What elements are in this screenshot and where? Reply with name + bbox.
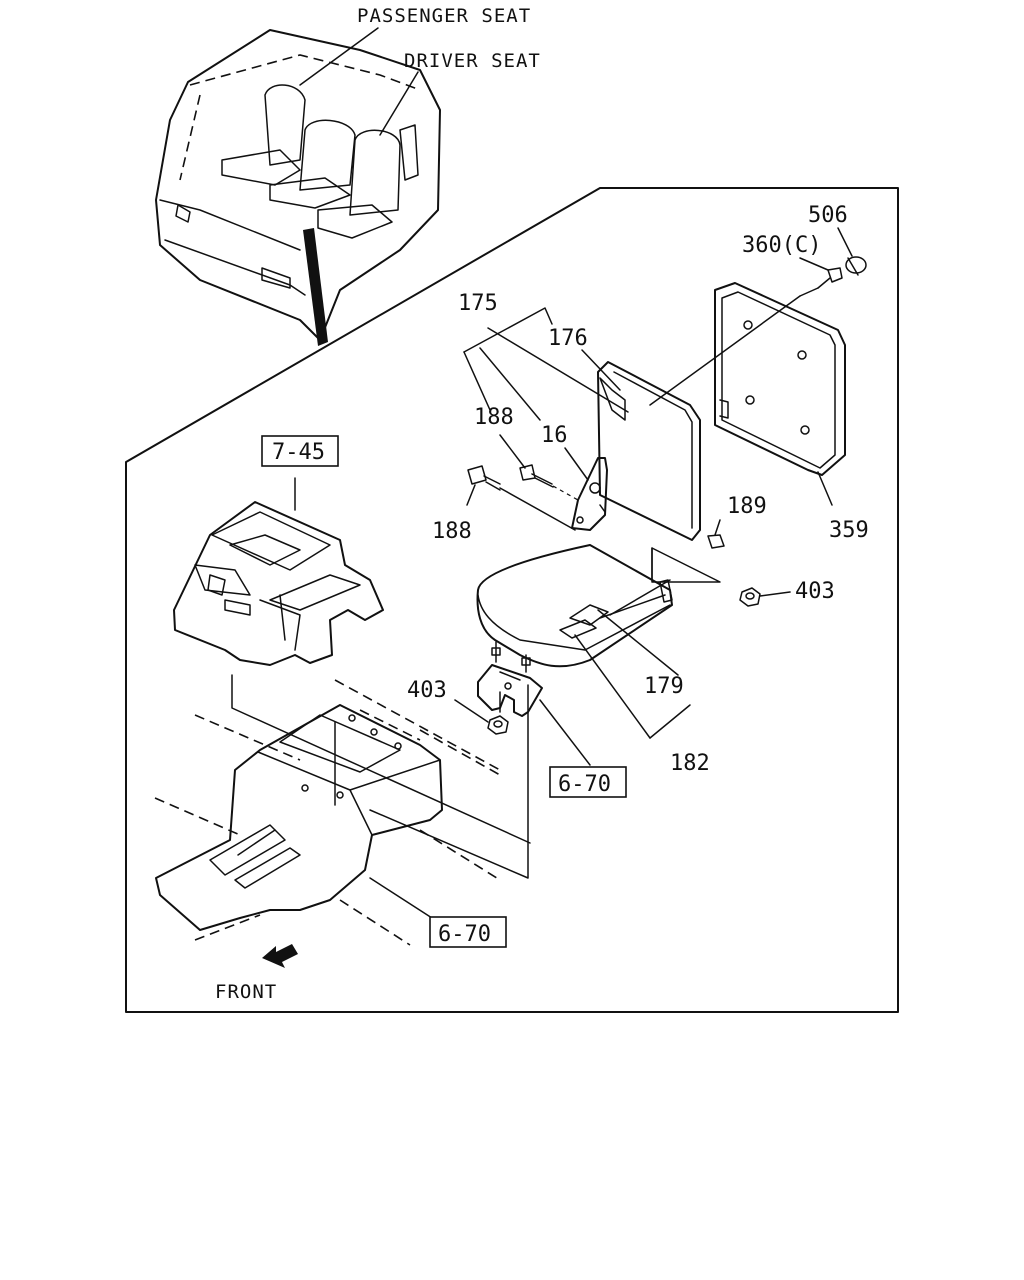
part-182-label: 182: [670, 751, 710, 776]
front-arrow-icon: [262, 944, 298, 968]
detail-frame: [125, 187, 899, 1013]
part-360c-label: 360(C): [742, 233, 821, 258]
screw-360-illustration: [649, 267, 843, 406]
part-188-upper-label: 188: [474, 405, 514, 430]
cap-506-illustration: [845, 256, 867, 276]
part-188-lower-label: 188: [432, 519, 472, 544]
seat-support-bracket-illustration: [477, 641, 543, 717]
seat-back-shell-illustration: [714, 282, 846, 476]
nut-403-left-illustration: [487, 691, 509, 735]
bracket-mount-line: [369, 684, 529, 879]
nut-403-right-illustration: [739, 587, 761, 607]
cab-overview-illustration: [155, 27, 441, 346]
floor-tunnel-illustration: [154, 679, 501, 946]
part-175-label: 175: [458, 291, 498, 316]
console-mount-line: [231, 674, 531, 844]
seat-back-panel-illustration: [597, 361, 701, 541]
reference-6-70-upper[interactable]: 6-70: [549, 766, 627, 798]
part-179-label: 179: [644, 674, 684, 699]
leader-lines: [294, 227, 853, 919]
reference-6-70-upper-text: 6-70: [558, 772, 611, 797]
part-403-left-label: 403: [407, 678, 447, 703]
part-176-label: 176: [548, 326, 588, 351]
passenger-seat-caption: PASSENGER SEAT: [357, 5, 531, 27]
reference-7-45-text: 7-45: [272, 440, 325, 465]
part-506-label: 506: [808, 203, 848, 228]
front-caption: FRONT: [215, 981, 277, 1003]
part-189-label: 189: [727, 494, 767, 519]
seat-hinge-outline: [651, 547, 721, 583]
bolt-188-lower-illustration: [467, 465, 576, 531]
driver-seat-caption: DRIVER SEAT: [404, 50, 541, 72]
bolt-188-upper-illustration: [519, 464, 579, 501]
reference-6-70-lower-text: 6-70: [438, 922, 491, 947]
part-359-label: 359: [829, 518, 869, 543]
part-16-label: 16: [541, 423, 568, 448]
hinge-bracket-illustration: [571, 457, 608, 531]
screw-189-illustration: [707, 534, 725, 549]
reference-7-45[interactable]: 7-45: [261, 435, 339, 467]
seat-cushion-illustration: [476, 544, 673, 668]
console-assembly-illustration: [173, 501, 384, 666]
reference-6-70-lower[interactable]: 6-70: [429, 916, 507, 948]
part-403-right-label: 403: [795, 579, 835, 604]
